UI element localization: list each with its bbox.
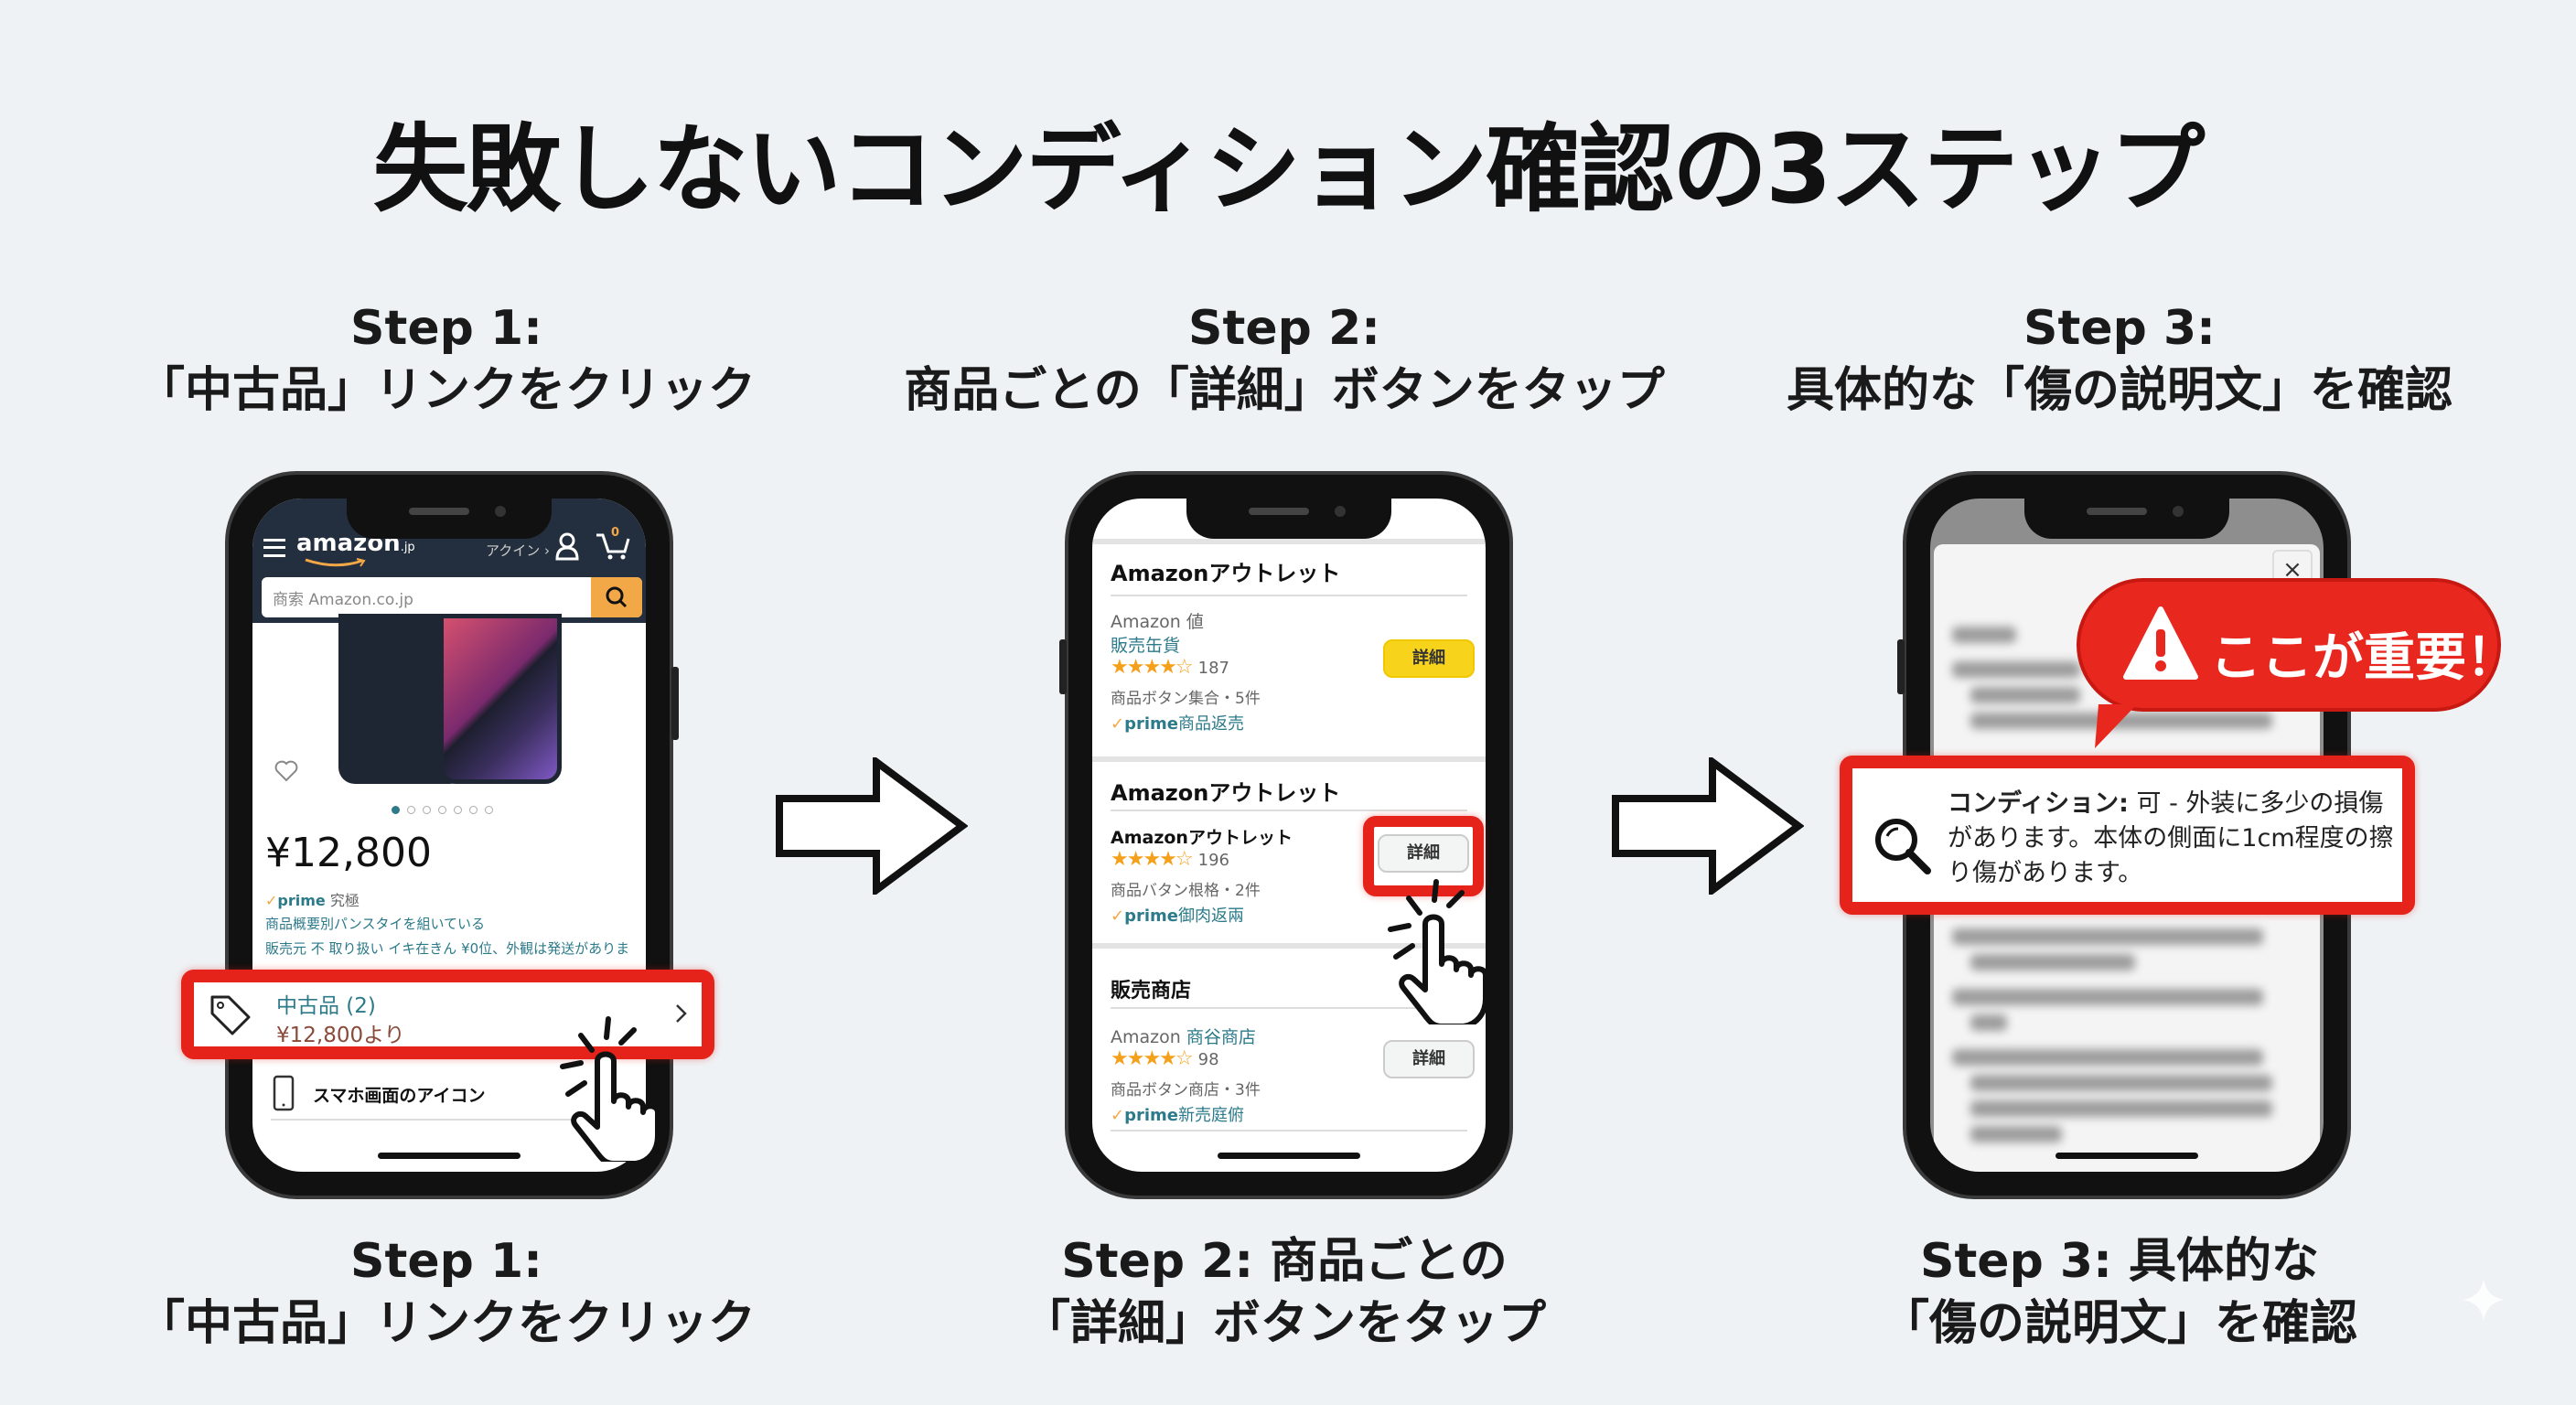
section-header: 販売商店: [1111, 980, 1192, 1003]
prime-badge: ✓prime商品返売: [1111, 714, 1244, 734]
phone-row-label: スマホ画面のアイコン: [313, 1086, 486, 1106]
step3-caption: Step 3: 具体的な「傷の説明文」を確認: [1708, 1230, 2531, 1355]
step2-heading: Step 2: 商品ごとの「詳細」ボタンをタップ: [873, 297, 1696, 422]
heart-icon[interactable]: [274, 760, 298, 782]
prime-badge: ✓prime新売庭俯: [1111, 1106, 1244, 1125]
rating: ★★★★☆ 187: [1111, 656, 1229, 679]
step2-number: Step 2:: [1188, 301, 1380, 356]
details-button[interactable]: 詳細: [1378, 834, 1469, 873]
step3-caption-line1: Step 3: 具体的な: [1920, 1234, 2319, 1289]
warning-icon: [2123, 606, 2198, 680]
section-header: Amazonアウトレット: [1111, 561, 1341, 586]
used-item-label: 中古品 (2): [276, 994, 376, 1018]
details-button[interactable]: 詳細: [1383, 1040, 1475, 1078]
account-link[interactable]: アクイン ›: [486, 542, 551, 559]
prime-badge: ✓prime御肉返兩: [1111, 906, 1244, 926]
step2-caption: Step 2: 商品ごとの「詳細」ボタンをタップ: [873, 1230, 1696, 1355]
cart-icon[interactable]: [595, 530, 631, 561]
seller-name: Amazonアウトレット: [1111, 828, 1293, 848]
chevron-right-icon: [676, 1004, 687, 1023]
step2-text: 商品ごとの「詳細」ボタンをタップ: [904, 363, 1665, 418]
condition-text: 可 - 外装に多少の損傷があります。本体の側面に1cm程度の擦り傷があります。: [1948, 789, 2394, 887]
seller-name: Amazon 商谷商店: [1111, 1027, 1256, 1047]
search-button[interactable]: [591, 577, 642, 617]
important-callout: ここが重要！: [2077, 578, 2517, 712]
section-header: Amazonアウトレット: [1111, 780, 1341, 806]
amazon-product-screen: amazon.jp アクイン › 0 商索 Amazon.co.jp ¥12,8…: [252, 499, 646, 1172]
step2-caption-line2: 「詳細」ボタンをタップ: [1022, 1296, 1546, 1351]
condition-description: コンディション: 可 - 外装に多少の損傷があります。本体の側面に1cm程度の擦…: [1948, 787, 2405, 891]
step1-heading: Step 1: 「中古品」リンクをクリック: [35, 297, 858, 422]
seller-name: Amazon 値: [1111, 612, 1204, 632]
prime-badge: ✓prime 究極: [265, 892, 360, 909]
details-button[interactable]: 詳細: [1383, 639, 1475, 678]
step1-caption-line1: Step 1:: [350, 1234, 542, 1289]
search-icon: [606, 586, 628, 608]
callout-text: ここが重要！: [2210, 628, 2517, 688]
smartphone-icon: [273, 1075, 295, 1111]
seller-info: 販売元 不 取り扱い イキ在きん ¥0位、外観は発送があります: [265, 940, 630, 957]
arrow-right-icon: [1612, 757, 1804, 895]
callout-tail: [2095, 704, 2137, 748]
magnifier-icon: [1875, 819, 1931, 874]
carousel-dots[interactable]: [392, 806, 493, 814]
hand-pointer-icon: [1388, 879, 1488, 1024]
step1-caption-line2: 「中古品」リンクをクリック: [136, 1296, 756, 1351]
user-icon[interactable]: [554, 531, 580, 561]
offer-meta: 商品ボタン商店・3件: [1111, 1081, 1261, 1099]
step3-text: 具体的な「傷の説明文」を確認: [1786, 363, 2453, 418]
step1-number: Step 1:: [350, 301, 542, 356]
offer-meta: 商品バタン根格・2件: [1111, 882, 1261, 900]
used-item-link[interactable]: 中古品 (2) ¥12,800より: [181, 970, 714, 1059]
price-tag-icon: [210, 995, 251, 1035]
menu-icon[interactable]: [263, 539, 285, 557]
search-input[interactable]: 商索 Amazon.co.jp: [262, 577, 642, 617]
used-item-price: ¥12,800より: [276, 1024, 405, 1047]
condition-label: コンディション:: [1948, 789, 2129, 818]
arrow-right-icon: [776, 757, 968, 895]
step1-text: 「中古品」リンクをクリック: [136, 363, 756, 418]
seller-sub: 販売缶貨: [1111, 636, 1181, 656]
step2-caption-line1: Step 2: 商品ごとの: [1061, 1234, 1508, 1289]
step3-caption-line2: 「傷の説明文」を確認: [1881, 1296, 2357, 1351]
phone-step2: Amazonアウトレット Amazon 値 販売缶貨 ★★★★☆ 187 商品ボ…: [1059, 471, 1513, 1199]
condition-highlight-box: コンディション: 可 - 外装に多少の損傷があります。本体の側面に1cm程度の擦…: [1840, 756, 2415, 915]
cart-count: 0: [611, 526, 620, 540]
step3-number: Step 3:: [2023, 301, 2216, 356]
hand-pointer-icon: [560, 1016, 660, 1162]
sparkle-icon: [2463, 1279, 2505, 1321]
step1-caption: Step 1: 「中古品」リンクをクリック: [35, 1230, 858, 1355]
details-button-highlight: 詳細: [1363, 816, 1484, 896]
step3-heading: Step 3: 具体的な「傷の説明文」を確認: [1708, 297, 2531, 422]
offer-meta: 商品ボタン集合・5件: [1111, 690, 1261, 708]
product-price: ¥12,800: [265, 830, 432, 876]
phone-step1: amazon.jp アクイン › 0 商索 Amazon.co.jp ¥12,8…: [225, 471, 679, 1199]
product-image: [338, 614, 562, 784]
product-description: 商品概要別パンスタイを組いている: [265, 916, 486, 932]
page-title: 失敗しないコンディション確認の3ステップ: [372, 113, 2205, 225]
rating: ★★★★☆ 98: [1111, 1047, 1219, 1070]
rating: ★★★★☆ 196: [1111, 848, 1229, 871]
